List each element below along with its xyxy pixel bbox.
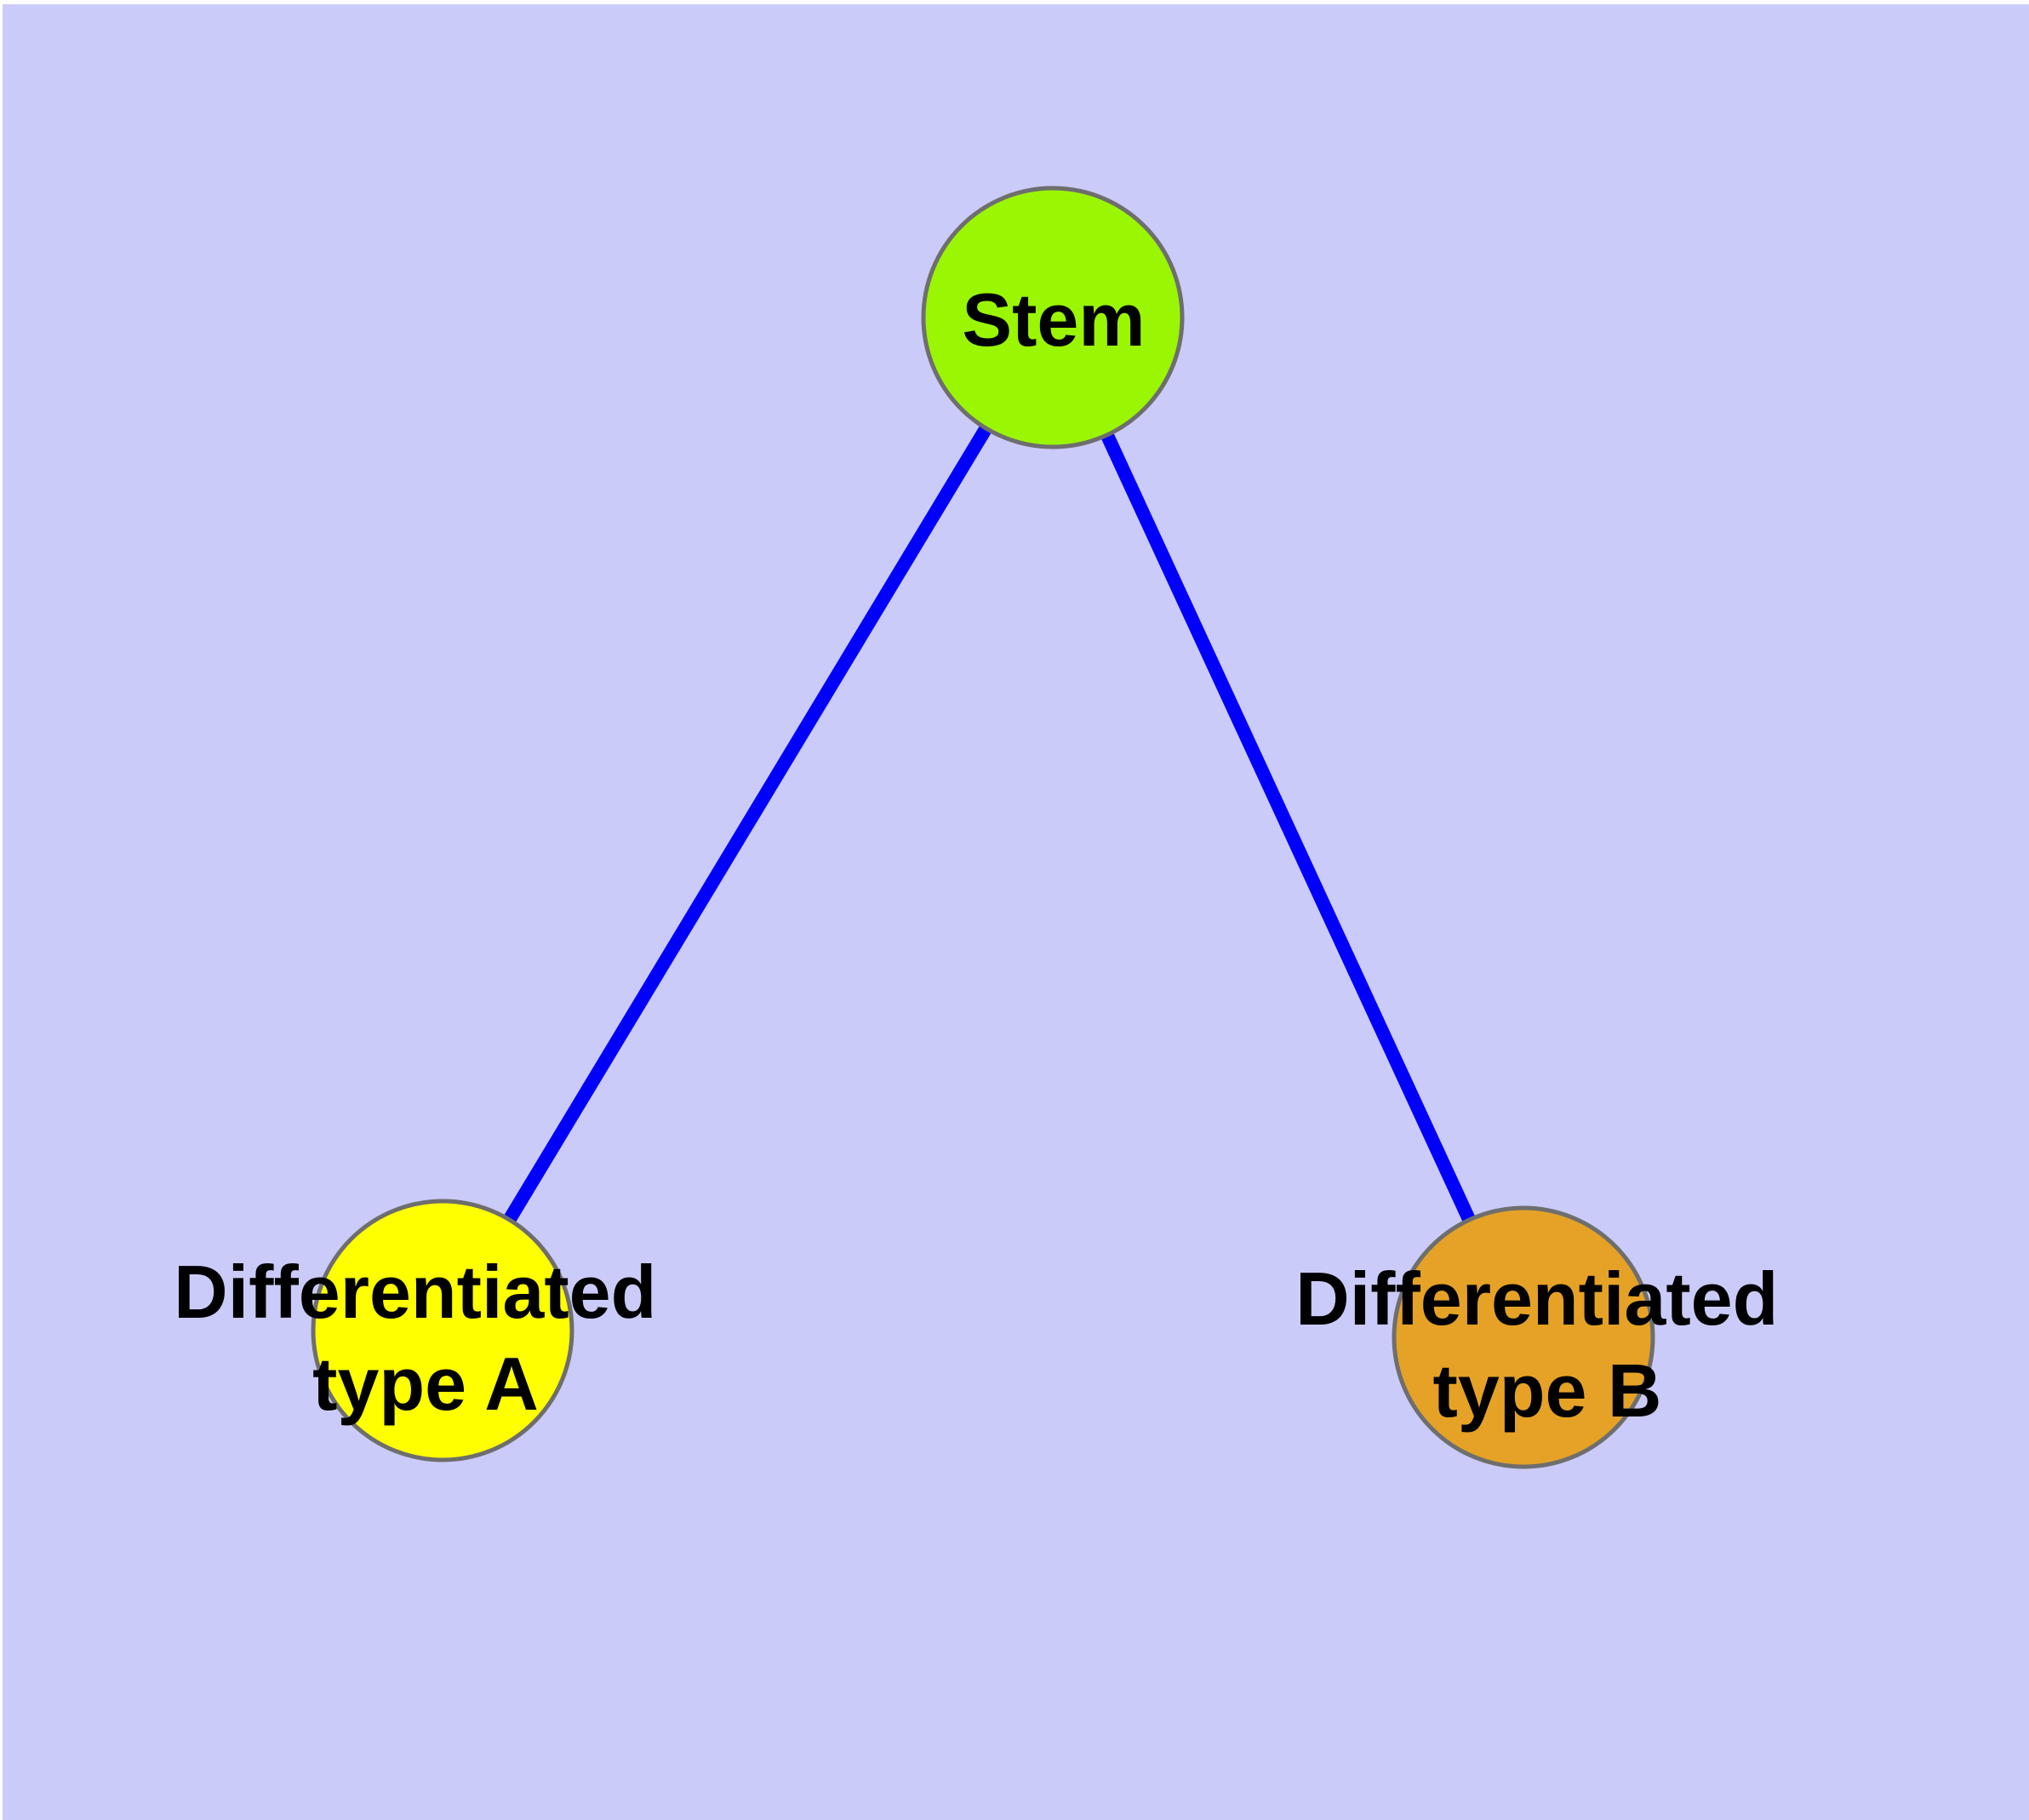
edge-stem-to-type-a (437, 313, 1059, 1335)
node-type-b-label: Differentiated type B (1295, 1256, 1799, 1433)
edges (437, 313, 1530, 1341)
edge-stem-to-type-b (1046, 314, 1530, 1341)
node-type-a-circle[interactable] (311, 1199, 574, 1462)
node-stem[interactable]: Stem (921, 186, 1185, 449)
node-stem-circle[interactable] (921, 186, 1185, 449)
node-type-a-label: Differentiated type A (174, 1250, 677, 1426)
node-type-b-label-line1: Differentiated (1295, 1256, 1778, 1341)
node-type-b-label-line2: type B (1433, 1348, 1662, 1433)
node-differentiated-type-b[interactable]: Differentiated type B (1295, 1205, 1799, 1469)
node-differentiated-type-a[interactable]: Differentiated type A (174, 1199, 677, 1462)
node-type-a-label-line1: Differentiated (174, 1250, 656, 1334)
node-stem-label: Stem (962, 278, 1145, 362)
node-type-a-label-line2: type A (312, 1342, 539, 1426)
node-type-b-circle[interactable] (1392, 1205, 1655, 1469)
